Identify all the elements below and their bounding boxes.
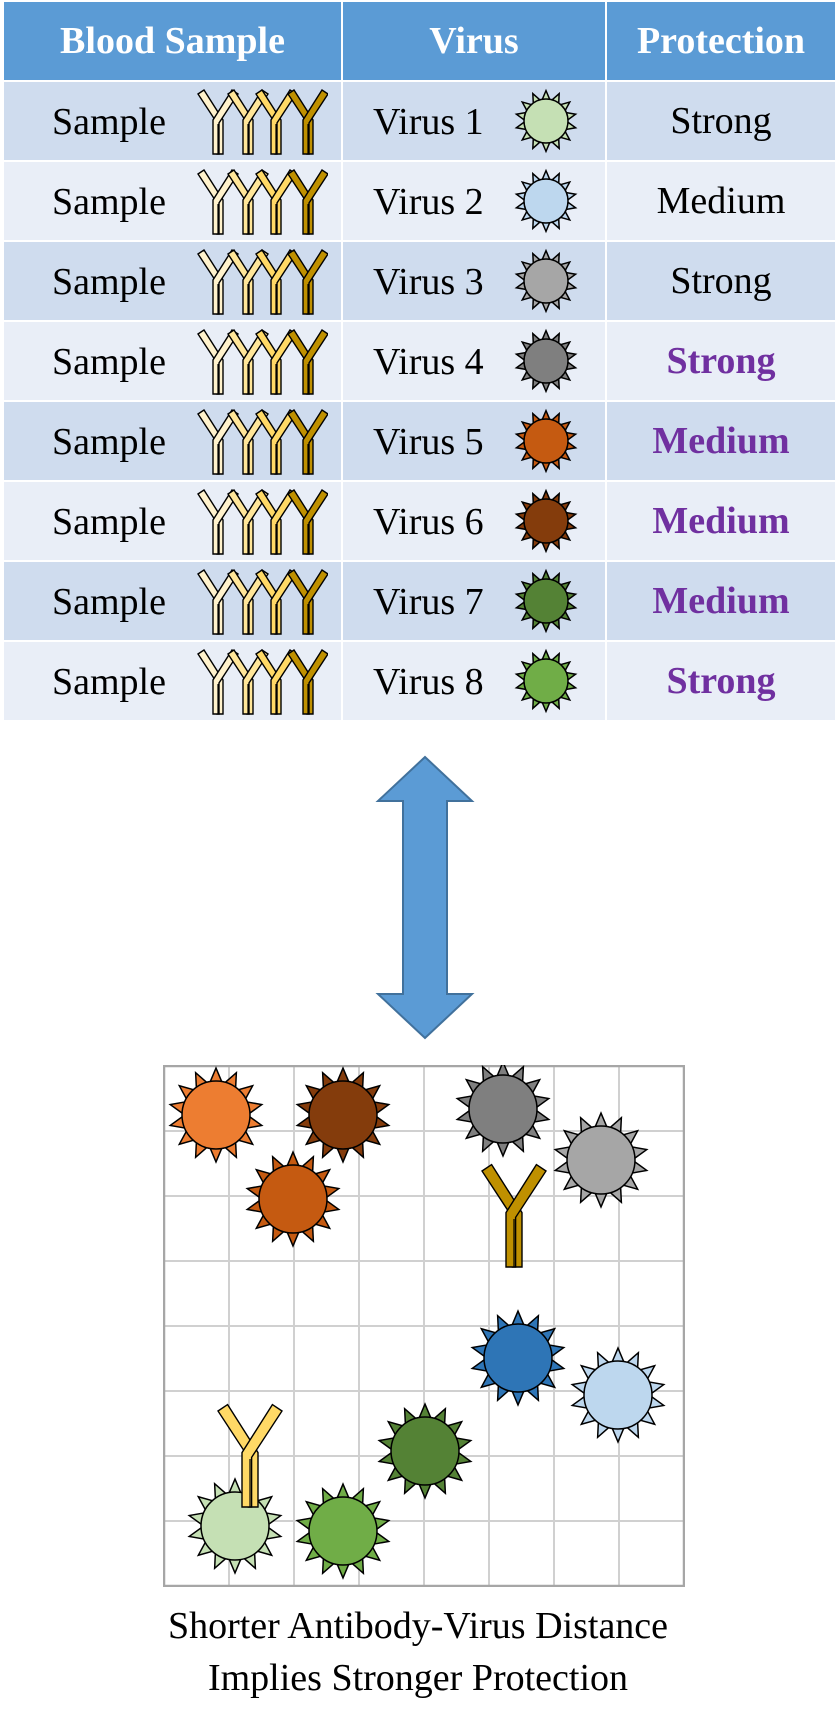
map-virus-icon	[570, 1346, 666, 1444]
protection-cell: Medium	[607, 402, 835, 480]
antibody-cluster-icon	[197, 489, 328, 555]
virus-cell: Virus 1	[343, 82, 605, 160]
caption-line-1: Shorter Antibody-Virus Distance	[167, 1605, 669, 1647]
virus-cell: Virus 3	[343, 242, 605, 320]
virus-label: Virus 4	[373, 341, 484, 383]
sample-label: Sample	[52, 341, 166, 383]
sample-label: Sample	[52, 581, 166, 623]
map-antibody-icon	[217, 1403, 283, 1508]
header-protection: Protection	[607, 2, 835, 80]
virus-icon	[514, 248, 578, 314]
table-row: Sample Virus 4 Strong	[0, 322, 836, 400]
virus-label: Virus 2	[373, 181, 484, 223]
table-row: Sample Virus 1 Strong	[0, 82, 836, 160]
protection-cell: Strong	[607, 322, 835, 400]
virus-icon	[514, 488, 578, 554]
sample-cell: Sample	[4, 242, 341, 320]
protection-cell: Strong	[607, 642, 835, 720]
map-virus-icon	[470, 1309, 566, 1407]
sample-cell: Sample	[4, 642, 341, 720]
virus-label: Virus 8	[373, 661, 484, 703]
virus-cell: Virus 4	[343, 322, 605, 400]
caption-line-2: Implies Stronger Protection	[207, 1657, 629, 1699]
sample-label: Sample	[52, 421, 166, 463]
virus-icon	[514, 168, 578, 234]
virus-cell: Virus 6	[343, 482, 605, 560]
sample-label: Sample	[52, 661, 166, 703]
map-virus-icon	[553, 1111, 649, 1209]
virus-icon	[514, 568, 578, 634]
antibody-cluster-icon	[197, 249, 328, 315]
sample-label: Sample	[52, 101, 166, 143]
virus-icon	[514, 328, 578, 394]
protection-cell: Medium	[607, 562, 835, 640]
sample-cell: Sample	[4, 402, 341, 480]
antibody-cluster-icon	[197, 329, 328, 395]
map-virus-icon	[377, 1402, 473, 1500]
header-virus: Virus	[343, 2, 605, 80]
protection-cell: Strong	[607, 242, 835, 320]
sample-label: Sample	[52, 181, 166, 223]
table-header-row: Blood Sample Virus Protection	[0, 2, 836, 80]
map-virus-icon	[168, 1066, 264, 1164]
protection-cell: Medium	[607, 162, 835, 240]
map-antibody-icon	[481, 1163, 547, 1268]
antibody-cluster-icon	[197, 569, 328, 635]
table-row: Sample Virus 2 Medium	[0, 162, 836, 240]
sample-cell: Sample	[4, 562, 341, 640]
virus-label: Virus 5	[373, 421, 484, 463]
sample-label: Sample	[52, 501, 166, 543]
virus-label: Virus 1	[373, 101, 484, 143]
antibody-cluster-icon	[197, 89, 328, 155]
protection-cell: Strong	[607, 82, 835, 160]
map-virus-icon	[455, 1065, 551, 1158]
double-arrow-icon	[375, 755, 475, 1040]
map-virus-icon	[245, 1150, 341, 1248]
sample-label: Sample	[52, 261, 166, 303]
table-row: Sample Virus 6 Medium	[0, 482, 836, 560]
caption: Shorter Antibody-Virus Distance Implies …	[0, 1600, 836, 1704]
virus-cell: Virus 2	[343, 162, 605, 240]
antibody-cluster-icon	[197, 649, 328, 715]
table-row: Sample Virus 5 Medium	[0, 402, 836, 480]
virus-icon	[514, 648, 578, 714]
antibody-cluster-icon	[197, 169, 328, 235]
virus-cell: Virus 8	[343, 642, 605, 720]
virus-label: Virus 3	[373, 261, 484, 303]
sample-cell: Sample	[4, 322, 341, 400]
protection-cell: Medium	[607, 482, 835, 560]
sample-cell: Sample	[4, 162, 341, 240]
virus-icon	[514, 88, 578, 154]
table-row: Sample Virus 8 Strong	[0, 642, 836, 720]
sample-cell: Sample	[4, 82, 341, 160]
antibody-cluster-icon	[197, 409, 328, 475]
sample-cell: Sample	[4, 482, 341, 560]
virus-icon	[514, 408, 578, 474]
antibody-virus-map	[163, 1065, 685, 1587]
map-virus-icon	[295, 1066, 391, 1164]
header-blood-sample: Blood Sample	[4, 2, 341, 80]
virus-label: Virus 6	[373, 501, 484, 543]
map-border	[163, 1065, 685, 1587]
map-virus-icon	[295, 1482, 391, 1580]
virus-cell: Virus 5	[343, 402, 605, 480]
table-row: Sample Virus 3 Strong	[0, 242, 836, 320]
virus-label: Virus 7	[373, 581, 484, 623]
virus-cell: Virus 7	[343, 562, 605, 640]
table-row: Sample Virus 7 Medium	[0, 562, 836, 640]
